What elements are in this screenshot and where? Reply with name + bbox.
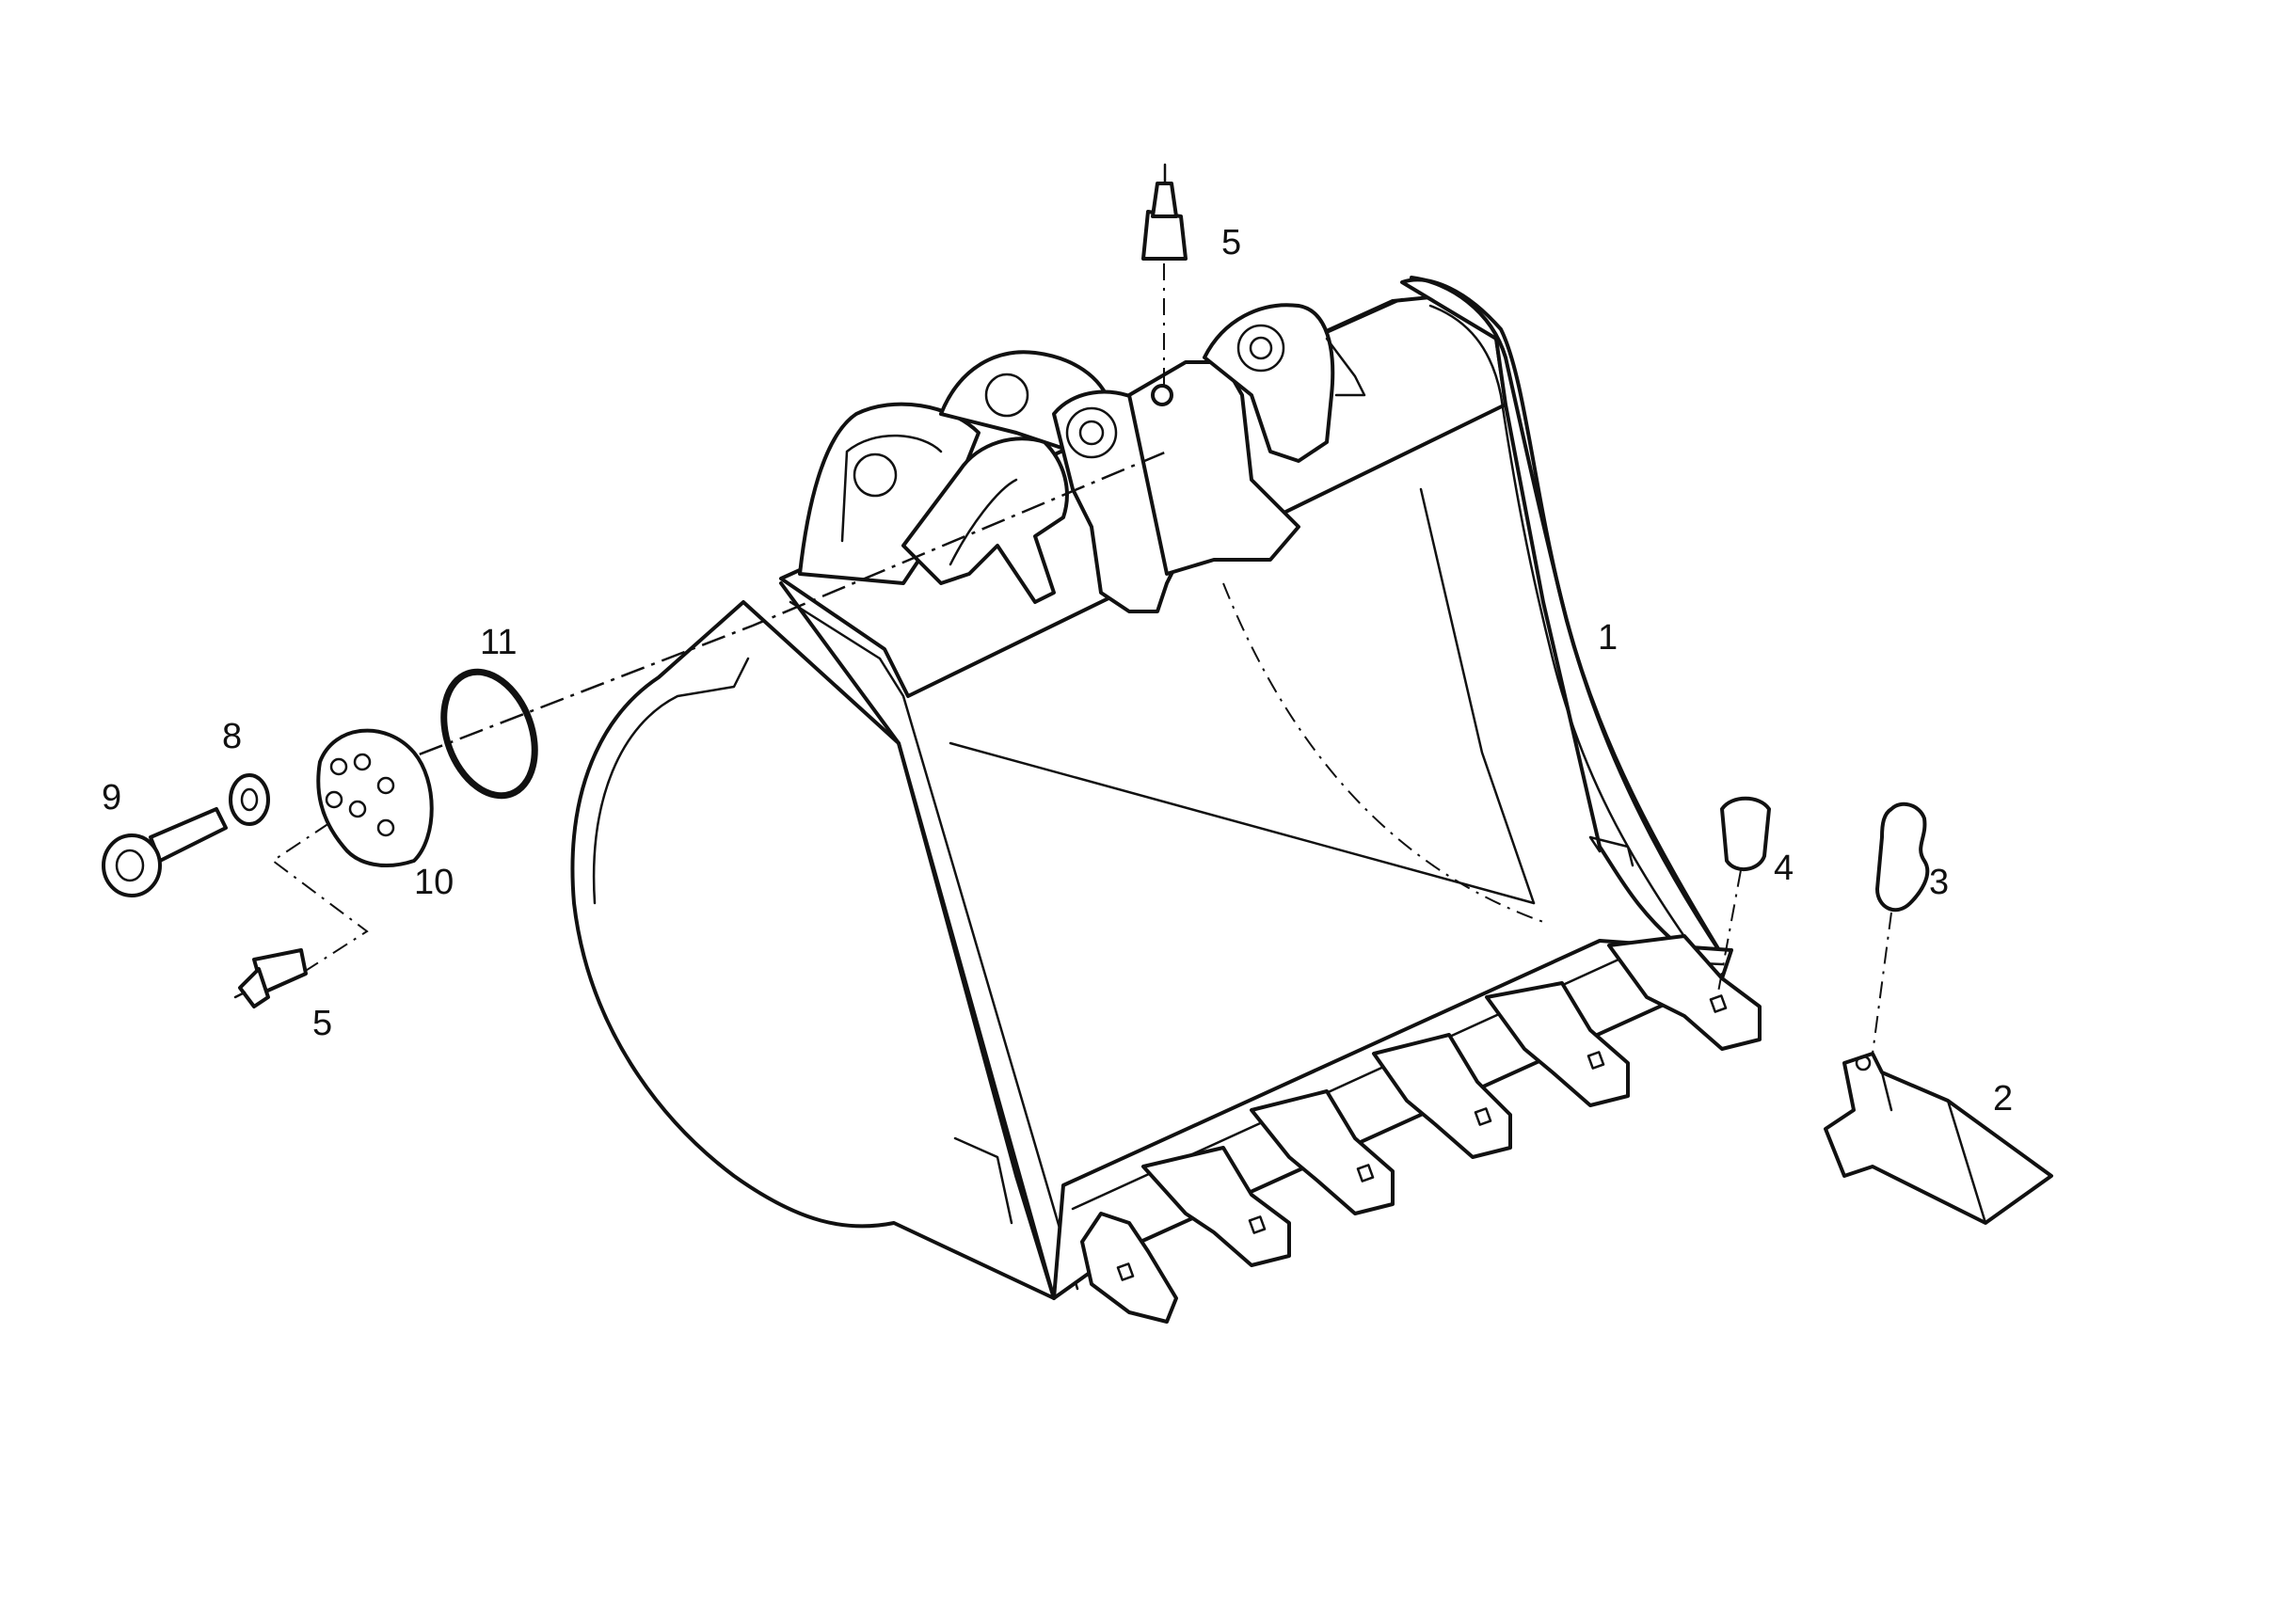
lug-right-bore (1236, 324, 1285, 373)
bucket-interior-edge (1419, 487, 1536, 905)
lug-outer-left-bore (853, 452, 898, 498)
washer-part-8 (229, 773, 270, 826)
tooth-adapter (1141, 1146, 1291, 1267)
lug-fork-left-slot (949, 478, 1018, 566)
callout-5-left: 5 (312, 1004, 332, 1043)
bucket-left-side-inner-edge (592, 657, 750, 905)
lug-right-bore-inner (1249, 336, 1273, 360)
lug-outer-left-inner (840, 434, 943, 543)
teeth-row (1080, 934, 1762, 1324)
bolt-shank (149, 807, 228, 863)
lug-center-left-bore (984, 373, 1029, 418)
tooth-adapter (1080, 1212, 1178, 1324)
grease-nipple-top (1141, 163, 1188, 261)
tooth-adapter (1372, 1033, 1512, 1159)
callout-10: 10 (414, 863, 454, 902)
lug-right-ear (1325, 337, 1366, 397)
washer (229, 773, 270, 826)
exploded-axis-part-3 (1872, 912, 1892, 1055)
o-ring-part-11 (440, 668, 538, 800)
bolt-head (102, 833, 162, 897)
pin-center-axis (338, 450, 1168, 787)
lug-outer-left (798, 402, 981, 585)
bucket-lower-corner (953, 1136, 1013, 1225)
tooth-point (1824, 1052, 2053, 1225)
exploded-axis-grease-left (271, 822, 369, 975)
tooth-point-pin-hole (1855, 1055, 1872, 1071)
lug-center-clevis-bore (1065, 406, 1118, 459)
callout-5-top: 5 (1221, 223, 1241, 262)
tooth-point-part-2 (1824, 1052, 2053, 1225)
bucket-left-side-plate (570, 600, 1056, 1300)
callout-1: 1 (1598, 618, 1618, 658)
lug-right (1203, 303, 1335, 463)
bolt-part-9 (102, 807, 228, 897)
bucket-interior-floor (949, 741, 1634, 905)
o-ring (440, 668, 538, 800)
end-cap-part-10 (316, 728, 434, 867)
locking-pin-part-3 (1875, 802, 1930, 913)
callout-3: 3 (1929, 863, 1949, 902)
pin-tube (1127, 360, 1300, 576)
bucket-cutting-lip (1052, 939, 1733, 1300)
tooth-adapter (1607, 934, 1762, 1051)
lug-center-clevis-bore-inner (1078, 420, 1105, 446)
bucket-right-rim-inner (1428, 304, 1696, 952)
callout-11: 11 (480, 623, 517, 662)
callout-8: 8 (222, 717, 242, 756)
callouts: 1 2 3 4 5 5 8 9 10 11 (102, 223, 2013, 1119)
callout-2: 2 (1993, 1079, 2013, 1119)
callout-4: 4 (1774, 849, 1794, 888)
mounting-lugs (798, 303, 1366, 613)
exploded-axis-part-4 (1716, 869, 1742, 998)
tooth-adapter (1250, 1089, 1395, 1215)
bucket-right-rim (1410, 276, 1724, 957)
locking-pin (1875, 802, 1930, 913)
grease-port-top (1151, 384, 1173, 406)
grease-nipple-left (233, 948, 308, 1008)
retainer (1720, 796, 1771, 871)
bucket-left-rim (779, 581, 1056, 1300)
bucket-left-rim-inner (789, 600, 1079, 1291)
tooth-adapter (1485, 981, 1630, 1107)
retainer-part-4 (1720, 796, 1771, 871)
lug-fork-left (901, 436, 1069, 604)
end-cap-body (316, 728, 434, 867)
callout-9: 9 (102, 778, 121, 817)
bucket-interior-curve (1222, 582, 1544, 923)
